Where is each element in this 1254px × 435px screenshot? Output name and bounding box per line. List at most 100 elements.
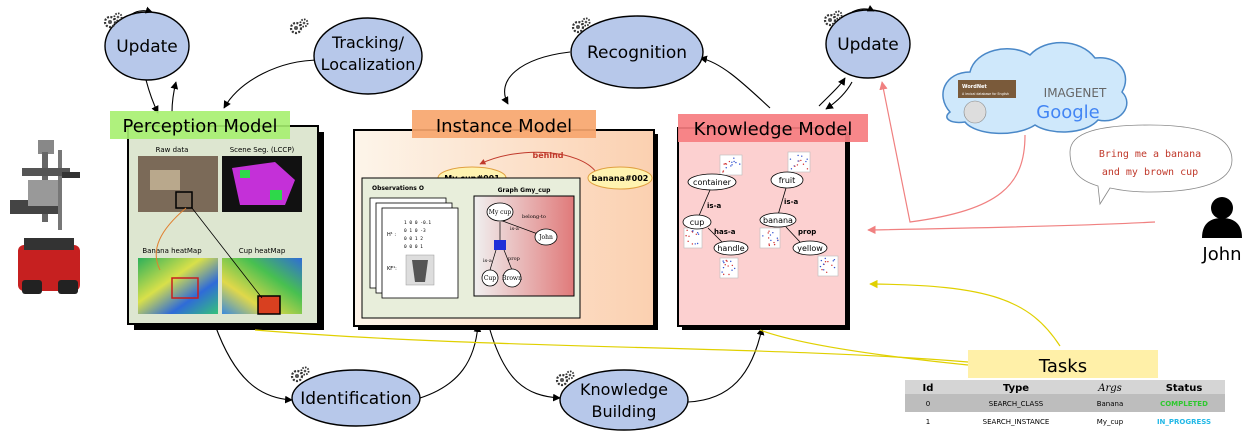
thumbnail-dot [831, 264, 833, 266]
thumbnail-dot [739, 163, 741, 165]
tracking-label-line1: Tracking/ [331, 33, 405, 52]
thumbnail-dot [822, 263, 825, 265]
thumbnail-dot [824, 257, 826, 260]
thumbnail-dot [770, 239, 772, 242]
thumbnail-dot [731, 164, 733, 166]
speech-line2: and my brown cup [1102, 167, 1198, 178]
banana-node: banana#002 [592, 174, 649, 183]
knowledge-cloud: WordNet A lexical database for English I… [942, 41, 1128, 135]
banana-heatmap-label: Banana heatMap [142, 247, 202, 255]
perception-model: Perception Model Raw data Scene Seg. (LC… [110, 111, 324, 330]
graph-label: Graph Gmy_cup [498, 187, 552, 194]
kn-node-yellow: yellow [797, 244, 823, 253]
banana-heatmap-image [138, 258, 218, 314]
speech-bubble: Bring me a banana and my brown cup [1069, 124, 1233, 206]
task-0-id: 0 [926, 400, 930, 408]
thumbnail-dot [797, 154, 799, 157]
thumbnail-dot [767, 232, 769, 234]
thumbnail-dot [789, 158, 792, 160]
tasks-panel: Tasks Id Type Args Status 0 SEARCH_CLASS… [905, 350, 1225, 430]
thumbnail-dot [733, 157, 735, 159]
matrix-row-0: 1 0 0 -0.1 [404, 220, 431, 226]
person-icon [1202, 197, 1242, 238]
graph-node-cup: Cup [484, 275, 496, 282]
graph-edge-belong: belong-to [522, 214, 546, 220]
wordnet-logo [958, 80, 1016, 98]
kn-node-fruit: fruit [779, 176, 796, 185]
thumbnail-dot [796, 164, 799, 166]
update-right-label: Update [837, 35, 899, 55]
knowledge-building-node: Knowledge Building [555, 369, 689, 431]
kb-label-line1: Knowledge [580, 380, 668, 399]
matrix-row-2: 0 0 1 2 [404, 236, 423, 242]
thumbnail-dot [832, 260, 834, 262]
wordnet-label: WordNet [962, 84, 987, 90]
tasks-header-status: Status [1166, 383, 1203, 394]
thumbnail-dot [767, 237, 770, 239]
thumbnail-dot [773, 241, 775, 244]
thumbnail-dot [733, 160, 735, 163]
thumbnail-dot [801, 155, 803, 157]
thumbnail-dot [688, 235, 690, 237]
thumbnail-dot [731, 269, 733, 271]
recognition-node: Recognition [570, 15, 704, 89]
thumbnail-dot [730, 165, 732, 167]
kn-node-banana: banana [763, 216, 793, 225]
thumbnail-dot [806, 158, 808, 160]
gear-icon [289, 18, 309, 35]
thumbnail-dot [733, 267, 736, 270]
thumbnail-dot [823, 269, 825, 271]
perception-title: Perception Model [123, 116, 278, 137]
kn-node-handle: handle [717, 244, 744, 253]
table-row: 1 SEARCH_INSTANCE My_cup IN_PROGRESS [926, 418, 1211, 426]
speech-line1: Bring me a banana [1099, 149, 1201, 160]
thumbnail-dot [722, 260, 724, 262]
thumbnail-dot [768, 244, 771, 247]
thumbnail-dot [722, 171, 724, 173]
thumbnail-dot [819, 265, 822, 268]
tracking-label-line2: Localization [321, 55, 416, 74]
thumbnail-dot [777, 239, 779, 242]
thumbnail-dot [724, 163, 727, 165]
wikipedia-icon [963, 100, 987, 124]
thumbnail-dot [724, 264, 726, 266]
task-0-type: SEARCH_CLASS [989, 400, 1044, 408]
thumbnail-dot [731, 161, 733, 163]
tasks-title: Tasks [1038, 356, 1087, 377]
thumbnail-dot [727, 265, 729, 267]
task-arrows [254, 279, 1061, 366]
observations-label: Observations O [372, 185, 424, 192]
robot-icon [10, 140, 80, 294]
external-arrows [867, 81, 1156, 235]
thumbnail-dots [685, 154, 836, 276]
thumbnail-dot [728, 273, 730, 276]
thumbnail-dot [762, 235, 764, 237]
matrix-row-1: 0 1 0 -3 [404, 228, 426, 234]
graph-edge-isa2: is-a [483, 258, 492, 264]
identification-label: Identification [300, 389, 411, 409]
thumbnail-dot [722, 266, 725, 269]
task-1-args: My_cup [1097, 418, 1124, 426]
kf-label: KF¹: [387, 266, 397, 272]
thumbnail-dot [691, 243, 694, 245]
kn-edge-isa2: is-a [784, 198, 798, 206]
thumbnail-dot [695, 233, 698, 235]
task-0-args: Banana [1097, 400, 1124, 408]
thumbnail-dot [725, 167, 727, 169]
thumbnail-dot [696, 231, 699, 234]
identification-node: Identification [290, 366, 421, 427]
thumbnail-dot [731, 264, 734, 267]
update-left-node: Update [103, 6, 190, 81]
matrix-row-3: 0 0 0 1 [404, 244, 423, 250]
thumbnail-dot [685, 235, 687, 237]
imagenet-logo: IMAGENET [1044, 86, 1107, 100]
thumbnail-dot [794, 165, 796, 167]
kn-edge-hasa: has-a [714, 228, 736, 236]
person-name: John [1201, 244, 1241, 265]
thumbnail-dot [790, 168, 793, 170]
kn-edge-prop: prop [798, 228, 816, 236]
thumbnail-dot [697, 233, 700, 235]
scene-seg-label: Scene Seg. (LCCP) [230, 146, 295, 154]
thumbnail-dot [825, 271, 828, 274]
